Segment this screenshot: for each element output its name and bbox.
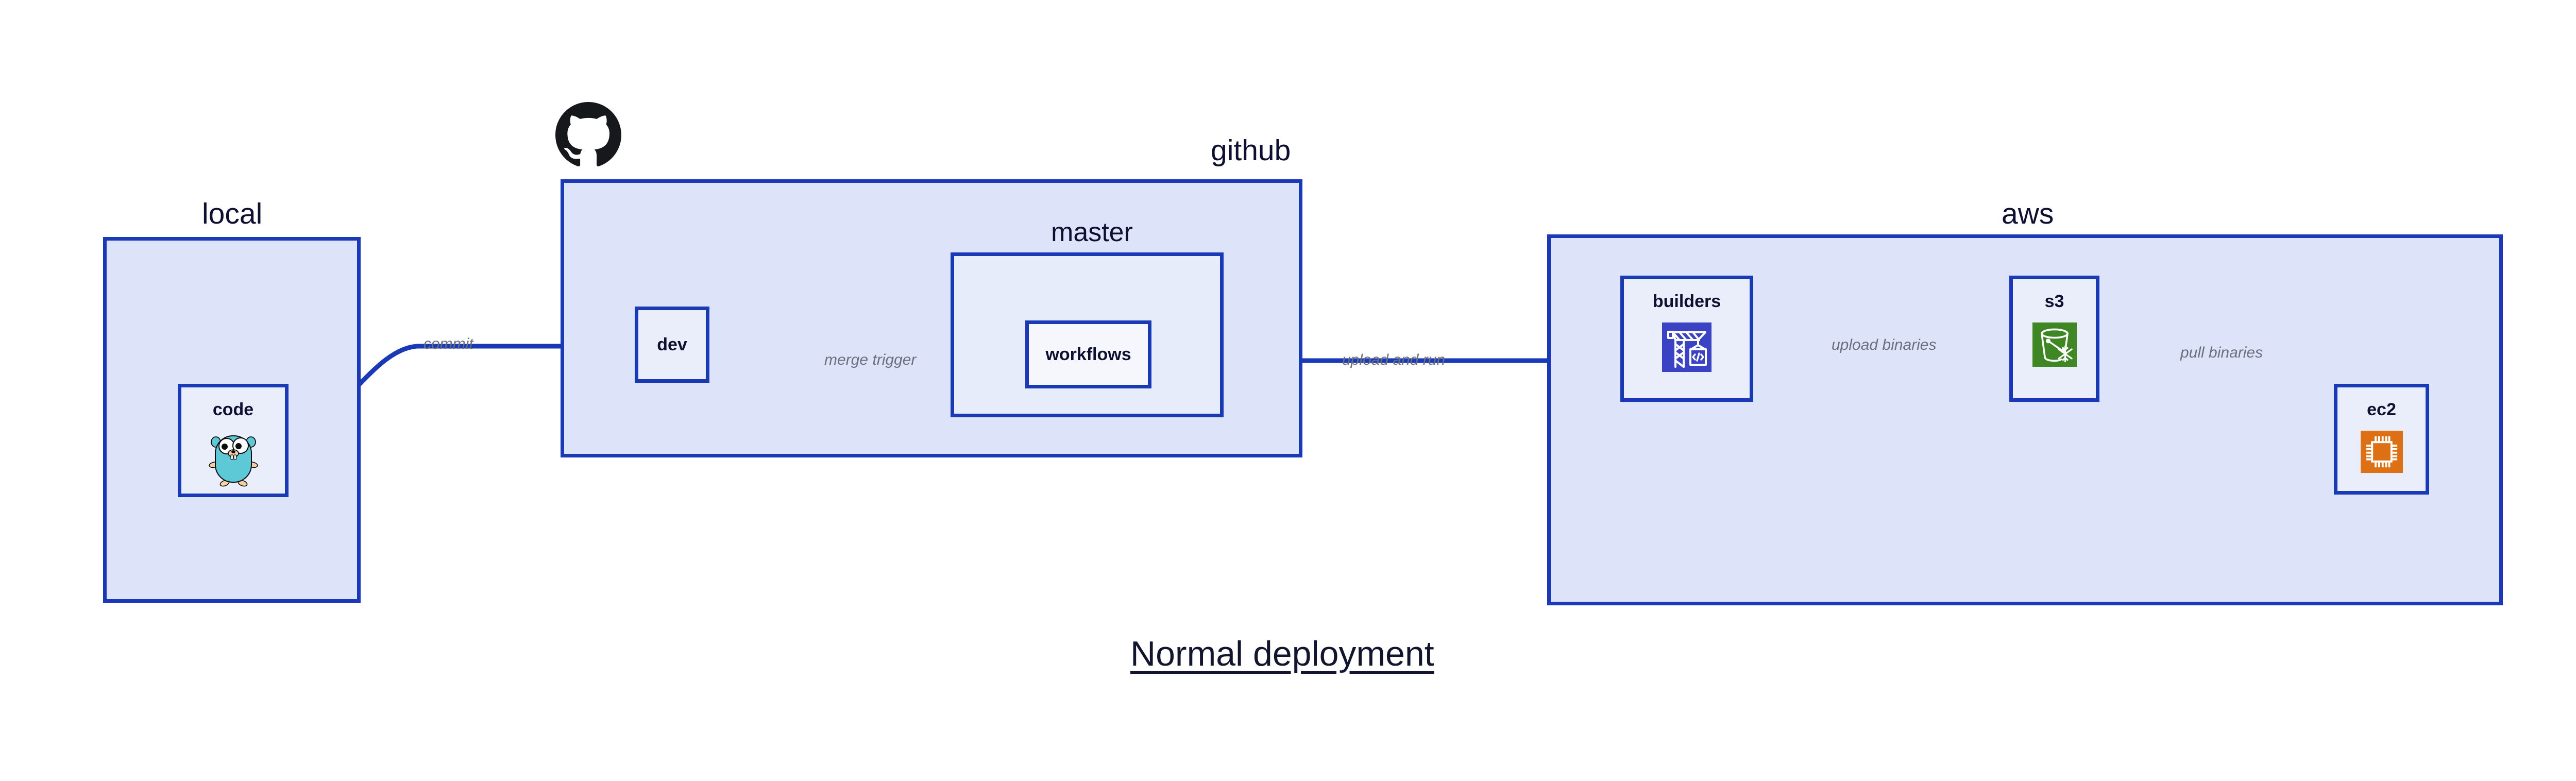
node-dev-label: dev [657, 335, 687, 354]
go-gopher-icon [208, 431, 258, 490]
subgroup-label-master: master [1051, 217, 1133, 247]
group-label-local: local [202, 197, 263, 230]
group-label-github: github [1211, 134, 1291, 167]
node-builders-label: builders [1652, 292, 1721, 311]
node-workflows-label: workflows [1045, 345, 1131, 364]
edge-label-upload-and-run: upload and run [1342, 351, 1446, 368]
group-label-aws: aws [2002, 197, 2054, 230]
node-code[interactable]: code [178, 384, 289, 497]
node-ec2[interactable]: ec2 [2334, 384, 2429, 495]
node-ec2-label: ec2 [2367, 400, 2396, 419]
node-s3-label: s3 [2044, 292, 2064, 311]
aws-s3-glacier-bucket-icon [2032, 322, 2077, 367]
edge-label-pull-binaries: pull binaries [2180, 344, 2263, 361]
edge-label-merge-trigger: merge trigger [824, 351, 917, 368]
node-workflows[interactable]: workflows [1025, 320, 1151, 388]
node-builders[interactable]: builders [1620, 276, 1753, 402]
github-octocat-logo [555, 102, 621, 171]
diagram-title: Normal deployment [1130, 634, 1434, 673]
node-s3[interactable]: s3 [2009, 276, 2099, 402]
node-dev[interactable]: dev [635, 307, 709, 383]
aws-codebuild-icon [1662, 322, 1711, 372]
edge-label-commit: commit [423, 335, 473, 352]
group-local [103, 237, 361, 603]
edge-label-upload-binaries: upload binaries [1832, 336, 1937, 353]
aws-ec2-chip-icon [2360, 431, 2403, 473]
node-code-label: code [212, 400, 254, 419]
